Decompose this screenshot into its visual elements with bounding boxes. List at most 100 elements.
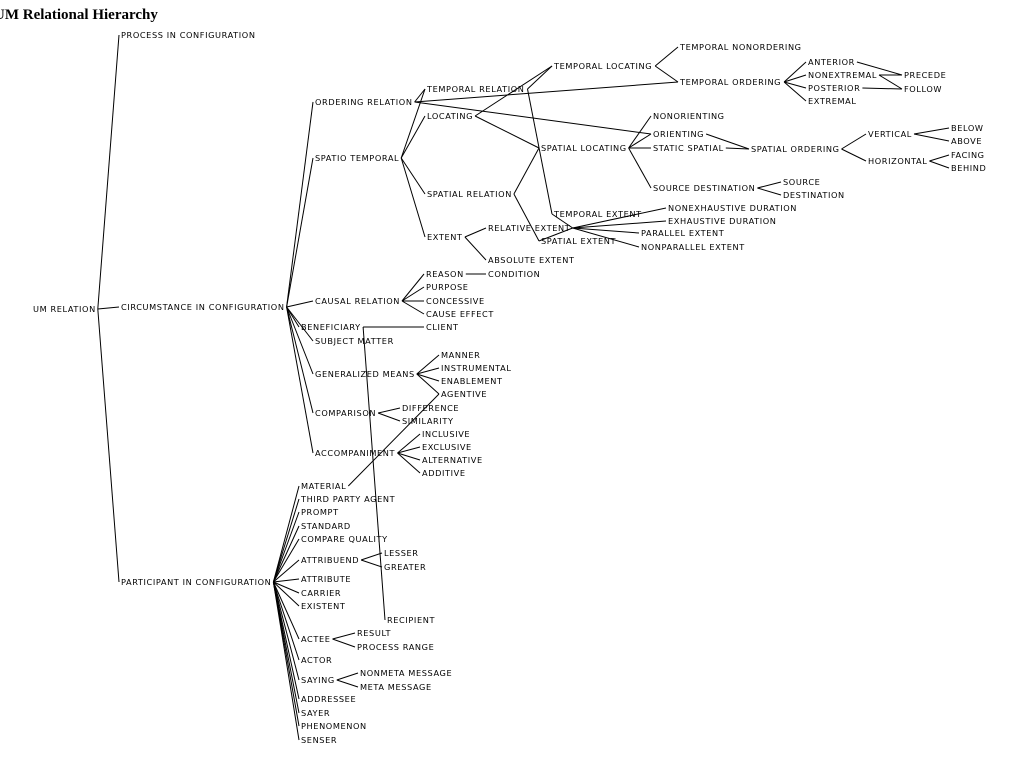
node-actor: ACTOR — [301, 655, 332, 665]
node-facing: FACING — [951, 150, 985, 160]
node-prompt: PROMPT — [301, 507, 339, 517]
edge-relative-extent-to-spatial-extent — [538, 227, 573, 242]
edge-relative-extent-to-parallel-extent — [572, 227, 640, 234]
node-spatial-relation: SPATIAL RELATION — [427, 189, 512, 199]
node-nonmeta-message: NONMETA MESSAGE — [360, 668, 452, 678]
node-result: RESULT — [357, 628, 391, 638]
node-comparison: COMPARISON — [315, 408, 376, 418]
edge-temporal-locating-to-temporal-nonordering — [654, 46, 679, 67]
node-temporal-locating: TEMPORAL LOCATING — [553, 61, 652, 71]
edge-comparison-to-difference — [377, 407, 401, 414]
node-above: ABOVE — [951, 136, 982, 146]
page-title: UM Relational Hierarchy — [0, 7, 158, 23]
node-material: MATERIAL — [301, 481, 346, 491]
edge-orienting-to-spatial-ordering — [705, 133, 750, 150]
node-absolute-extent: ABSOLUTE EXTENT — [488, 255, 575, 265]
edge-relative-extent-to-nonexhaustive-duration — [572, 207, 667, 229]
edge-um-relation-to-participant-in-configuration — [97, 308, 120, 583]
node-orienting: ORIENTING — [653, 129, 704, 139]
edge-vertical-to-above — [913, 133, 950, 142]
node-similarity: SIMILARITY — [402, 416, 454, 426]
edge-static-spatial-to-spatial-ordering — [725, 147, 750, 150]
node-anterior: ANTERIOR — [808, 57, 855, 67]
node-follow: FOLLOW — [904, 84, 942, 94]
node-spatial-extent: SPATIAL EXTENT — [541, 236, 616, 246]
node-addressee: ADDRESSEE — [301, 694, 356, 704]
node-client: CLIENT — [426, 322, 459, 332]
node-carrier: CARRIER — [301, 588, 341, 598]
node-attribute: ATTRIBUTE — [301, 574, 351, 584]
node-recipient: RECIPIENT — [387, 615, 435, 625]
edge-spatial-locating-to-nonorienting — [628, 115, 652, 149]
node-source: SOURCE — [783, 177, 820, 187]
node-spatio-temporal: SPATIO TEMPORAL — [315, 153, 399, 163]
node-existent: EXISTENT — [301, 601, 346, 611]
node-behind: BEHIND — [951, 163, 986, 173]
node-manner: MANNER — [441, 350, 480, 360]
edge-source-destination-to-source — [757, 181, 782, 189]
node-difference: DIFFERENCE — [402, 403, 459, 413]
edge-participant-in-configuration-to-existent — [273, 581, 300, 607]
edge-accompaniment-to-alternative — [397, 452, 421, 461]
edge-accompaniment-to-additive — [397, 452, 421, 474]
node-circumstance-in-configuration: CIRCUMSTANCE IN CONFIGURATION — [121, 302, 285, 312]
node-destination: DESTINATION — [783, 190, 845, 200]
node-meta-message: META MESSAGE — [360, 682, 432, 692]
edge-nonextremal-to-follow — [878, 74, 903, 90]
edge-beneficiary-to-recipient — [362, 326, 386, 621]
edge-spatio-temporal-to-spatial-relation — [400, 157, 426, 195]
edge-attribuend-to-greater — [360, 559, 383, 568]
node-source-destination: SOURCE DESTINATION — [653, 183, 755, 193]
edge-extent-to-relative-extent — [464, 227, 487, 238]
node-static-spatial: STATIC SPATIAL — [653, 143, 724, 153]
node-additive: ADDITIVE — [422, 468, 466, 478]
node-beneficiary: BENEFICIARY — [301, 322, 361, 332]
node-temporal-nonordering: TEMPORAL NONORDERING — [679, 42, 802, 52]
edge-causal-relation-to-cause-effect — [401, 300, 425, 315]
edge-actee-to-process-range — [332, 638, 356, 648]
edge-extent-to-absolute-extent — [464, 236, 487, 261]
edge-accompaniment-to-inclusive — [397, 433, 421, 454]
node-lesser: LESSER — [384, 548, 419, 558]
node-greater: GREATER — [384, 562, 426, 572]
node-concessive: CONCESSIVE — [426, 296, 485, 306]
edge-actee-to-result — [332, 632, 356, 640]
edge-um-relation-to-process-in-configuration — [97, 34, 120, 310]
edge-spatial-ordering-to-vertical — [841, 133, 867, 150]
node-temporal-extent: TEMPORAL EXTENT — [553, 209, 642, 219]
edge-spatio-temporal-to-temporal-relation — [400, 88, 426, 159]
node-phenomenon: PHENOMENON — [301, 721, 367, 731]
edge-circumstance-in-configuration-to-comparison — [286, 306, 314, 414]
edge-participant-in-configuration-to-actee — [272, 581, 300, 640]
node-nonparallel-extent: NONPARALLEL EXTENT — [641, 242, 745, 252]
node-locating: LOCATING — [427, 111, 473, 121]
node-accompaniment: ACCOMPANIMENT — [315, 448, 396, 458]
edge-saying-to-nonmeta-message — [336, 672, 359, 681]
edge-relative-extent-to-exhaustive-duration — [572, 220, 667, 229]
edge-temporal-ordering-to-nonextremal — [783, 74, 807, 83]
node-condition: CONDITION — [488, 269, 540, 279]
edge-temporal-relation-to-temporal-extent — [527, 88, 553, 215]
node-extent: EXTENT — [427, 232, 463, 242]
edge-circumstance-in-configuration-to-generalized-means — [286, 306, 314, 375]
edge-ordering-relation-to-temporal-ordering — [414, 81, 679, 103]
node-standard: STANDARD — [301, 521, 351, 531]
edge-generalized-means-to-agentive — [416, 373, 440, 395]
node-attribuend: ATTRIBUEND — [301, 555, 359, 565]
edge-relative-extent-to-nonparallel-extent — [572, 227, 640, 248]
node-generalized-means: GENERALIZED MEANS — [315, 369, 415, 379]
node-causal-relation: CAUSAL RELATION — [315, 296, 400, 306]
node-saying: SAYING — [301, 675, 335, 685]
node-enablement: ENABLEMENT — [441, 376, 503, 386]
node-nonorienting: NONORIENTING — [653, 111, 725, 121]
edge-participant-in-configuration-to-compare-quality — [272, 538, 300, 583]
edge-temporal-locating-to-temporal-ordering — [654, 65, 679, 83]
edge-circumstance-in-configuration-to-subject-matter — [286, 306, 314, 342]
edge-causal-relation-to-purpose — [401, 286, 425, 302]
edge-participant-in-configuration-to-third-party-agent — [272, 498, 300, 583]
edge-generalized-means-to-manner — [416, 354, 440, 375]
edge-temporal-relation-to-temporal-locating — [527, 65, 553, 90]
edge-causal-relation-to-reason — [401, 273, 425, 302]
